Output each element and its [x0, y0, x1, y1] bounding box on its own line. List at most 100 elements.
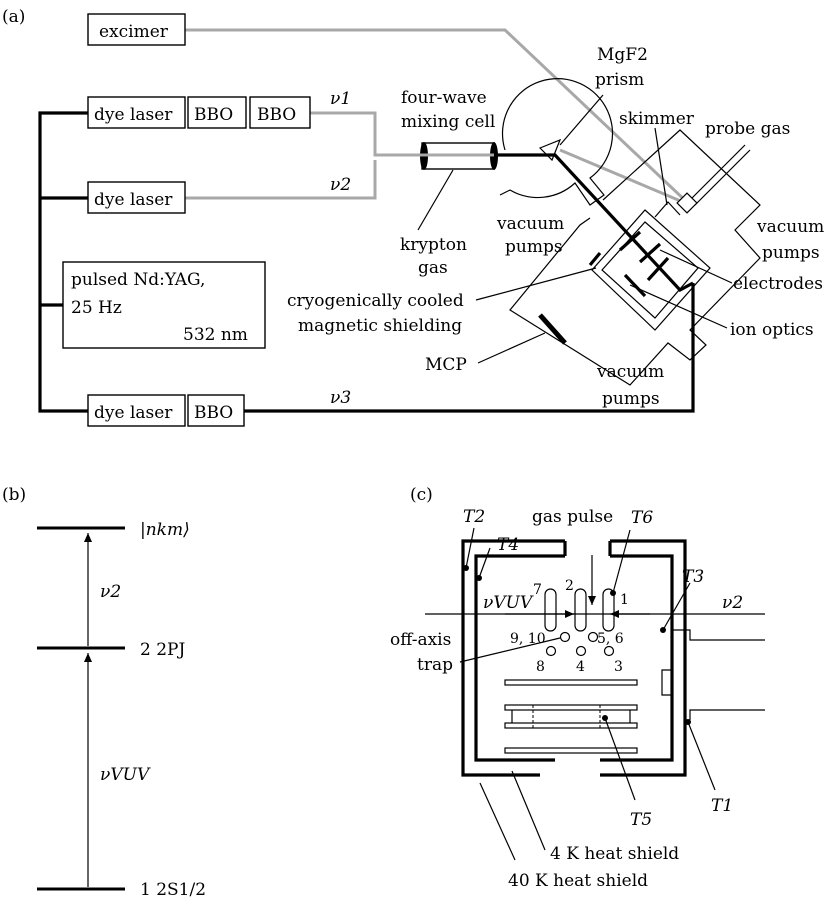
prism-label: prism — [595, 70, 644, 90]
bbo-1-label: BBO — [194, 105, 233, 125]
T4-label: T4 — [497, 535, 519, 555]
nuvuv-b-label: νVUV — [100, 765, 151, 785]
heat4k-leader — [511, 770, 546, 851]
T5-leader — [604, 717, 636, 801]
pipe-upper — [672, 629, 765, 641]
heat40k-label: 40 K heat shield — [508, 871, 648, 891]
dye-laser-2-box — [87, 181, 186, 214]
nu2-beam — [183, 160, 377, 200]
panel-c-tag: (c) — [410, 485, 433, 505]
krypton-label-2: gas — [418, 258, 448, 278]
panel-b: (b) |nkm⟩ 2 2PJ 1 2S1/2 ν2 νVUV — [2, 485, 206, 900]
heat40k-leader — [479, 782, 516, 861]
trap-2: 2 — [565, 578, 574, 594]
nu2-c-label: ν2 — [722, 593, 743, 613]
skimmer-leader — [654, 127, 668, 206]
prism-leader — [559, 94, 604, 146]
bbo-2-box — [249, 96, 311, 129]
bbo-3-label: BBO — [194, 403, 233, 423]
trap-4: 4 — [576, 659, 585, 675]
trap-9-10: 9, 10 — [510, 631, 546, 647]
nu1-label: ν1 — [330, 89, 351, 109]
T2-leader — [465, 527, 475, 569]
trap-3: 3 — [614, 659, 623, 675]
nu2-b-label: ν2 — [100, 582, 121, 602]
vacuum-pumps-2-line2: pumps — [762, 243, 820, 263]
bbo-3-box — [187, 394, 245, 427]
dye-laser-1-label: dye laser — [94, 105, 173, 125]
level-nkm-label: |nkm⟩ — [140, 520, 190, 540]
T1-leader — [687, 721, 716, 791]
electrodes-label: electrodes — [733, 274, 823, 294]
T1-label: T1 — [711, 796, 733, 816]
prism-chamber — [499, 78, 614, 206]
trap-7: 7 — [533, 582, 542, 598]
T6-leader — [612, 529, 631, 594]
bbo-2-label: BBO — [257, 105, 296, 125]
nu3-beam — [244, 283, 695, 413]
vacuum-pumps-2-line1: vacuum — [756, 217, 824, 237]
nu3-label: ν3 — [330, 388, 351, 408]
ion-optics-label: ion optics — [730, 320, 814, 340]
ndyag-label-3: 532 nm — [183, 325, 248, 345]
vacuum-pumps-1-line1: vacuum — [496, 214, 564, 234]
off-axis-label-1: off-axis — [390, 630, 451, 650]
mcp-leader — [477, 332, 546, 364]
electrodes-leader — [659, 249, 733, 284]
heat4k-label: 4 K heat shield — [550, 844, 679, 864]
cryo-leader — [475, 267, 597, 301]
vacuum-pumps-3-line2: pumps — [602, 389, 660, 409]
excimer-box — [87, 13, 186, 46]
off-axis-label-2: trap — [417, 655, 453, 675]
excimer-label: excimer — [99, 22, 169, 42]
panel-a: (a) excimer dye laser BBO BBO dye laser … — [2, 7, 824, 427]
dye-laser-1-box — [87, 96, 186, 129]
krypton-leader — [417, 169, 454, 231]
four-wave-label-1: four-wave — [401, 88, 487, 108]
vacuum-pumps-1-line2: pumps — [505, 237, 563, 257]
four-wave-mixing-cell — [410, 142, 498, 170]
nu-vuv-c-label: νVUV — [483, 593, 534, 613]
dye-laser-3-box — [87, 394, 186, 427]
T3-label: T3 — [682, 567, 704, 587]
shield-4k — [474, 554, 674, 762]
main-chamber — [509, 129, 761, 386]
nu1-beam — [310, 111, 420, 157]
trap-pills — [544, 588, 615, 632]
mgf2-label: MgF2 — [597, 45, 648, 65]
panel-a-tag: (a) — [2, 7, 25, 27]
panel-c: (c) 7 2 1 9, 10 — [390, 485, 765, 891]
off-axis-leader — [459, 637, 561, 663]
pump-distribution-line — [38, 111, 88, 413]
vuv-gray-beam — [559, 148, 691, 207]
cryo-label-2: magnetic shielding — [298, 316, 462, 336]
panel-b-tag: (b) — [2, 485, 26, 505]
mcp-label: MCP — [425, 355, 467, 375]
electrode-plates — [504, 679, 638, 754]
vacuum-pumps-3-line1: vacuum — [596, 362, 664, 382]
T3-leader — [662, 582, 691, 631]
excimer-beam — [185, 28, 692, 207]
trap-1: 1 — [620, 592, 629, 608]
nu2-label: ν2 — [330, 175, 351, 195]
pipe-bump — [661, 669, 672, 696]
ndyag-label-1: pulsed Nd:YAG, — [71, 270, 205, 290]
level-1s-label: 1 2S1/2 — [140, 880, 206, 900]
cryo-label-1: cryogenically cooled — [287, 291, 464, 311]
trap-circles — [545, 631, 615, 657]
krypton-label-1: krypton — [400, 235, 467, 255]
T4-leader — [478, 547, 491, 579]
ndyag-label-2: 25 Hz — [71, 298, 122, 318]
skimmer-label: skimmer — [619, 109, 695, 129]
ion-optics-leader — [629, 284, 728, 329]
T2-label: T2 — [463, 507, 485, 527]
vuv-beam — [494, 153, 694, 292]
probe-gas-label: probe gas — [705, 119, 790, 139]
level-2p-label: 2 2PJ — [140, 640, 185, 660]
T5-label: T5 — [630, 810, 652, 830]
bbo-1-box — [187, 96, 247, 129]
trap-8: 8 — [536, 659, 545, 675]
pipe-lower — [689, 709, 765, 720]
dye-laser-2-label: dye laser — [94, 190, 173, 210]
